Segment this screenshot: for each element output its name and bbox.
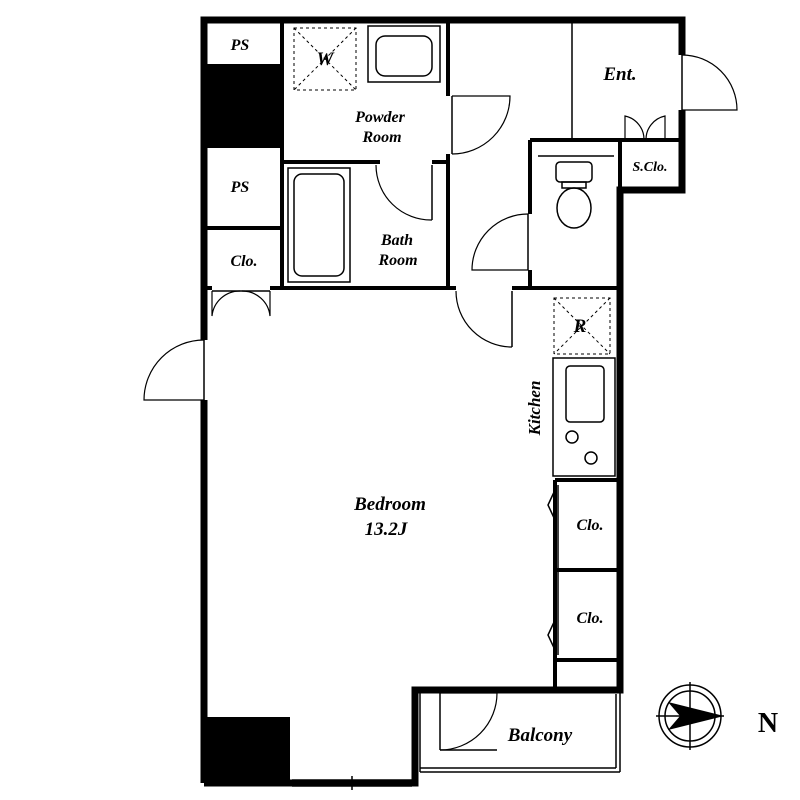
compass-north-label: N xyxy=(758,708,778,739)
door-balcony[interactable] xyxy=(439,690,498,751)
stove-burner-1 xyxy=(565,430,579,444)
label-entrance: Ent. xyxy=(602,64,636,85)
label-refrigerator: R xyxy=(573,316,587,337)
bottom-window xyxy=(292,776,412,790)
compass: N xyxy=(656,682,778,750)
label-ps-mid: PS xyxy=(230,179,250,196)
compass-needle xyxy=(668,702,724,730)
balcony-railing xyxy=(419,690,621,773)
refrigerator-space xyxy=(553,297,611,355)
label-closet-right-2: Clo. xyxy=(576,610,603,627)
label-ps-top: PS xyxy=(230,37,250,54)
label-bedroom-line1: Bedroom xyxy=(353,494,426,515)
label-powder-room-line1: Powder xyxy=(354,109,406,126)
label-kitchen: Kitchen xyxy=(525,381,544,437)
washer-space xyxy=(293,27,357,91)
label-powder-room-line2: Room xyxy=(361,129,401,146)
structural-column-bottom xyxy=(204,717,290,783)
door-entrance[interactable] xyxy=(681,54,738,111)
door-bath-room[interactable] xyxy=(375,164,433,221)
wash-basin xyxy=(367,25,441,83)
label-shoe-closet: S.Clo. xyxy=(632,160,667,175)
stove-burner-2 xyxy=(584,451,598,465)
door-west[interactable] xyxy=(143,339,205,401)
label-bath-room-line1: Bath xyxy=(380,232,413,249)
label-closet-right-1: Clo. xyxy=(576,517,603,534)
label-bedroom-line2: 13.2J xyxy=(365,519,408,540)
toilet xyxy=(555,161,593,229)
interior-walls xyxy=(204,20,682,690)
door-toilet[interactable] xyxy=(471,213,529,271)
closet-doors-right[interactable] xyxy=(547,485,559,655)
door-shoe-closet[interactable] xyxy=(624,115,666,141)
label-balcony: Balcony xyxy=(507,725,573,746)
label-closet-left: Clo. xyxy=(230,253,257,270)
door-powder-room[interactable] xyxy=(451,95,511,155)
kitchen-counter xyxy=(552,357,616,477)
label-washer: W xyxy=(317,49,335,70)
door-closet-left[interactable] xyxy=(211,290,271,317)
label-bath-room-line2: Room xyxy=(377,252,417,269)
door-bedroom-hall[interactable] xyxy=(455,290,513,348)
structural-column-top xyxy=(204,66,282,144)
bathtub xyxy=(287,167,351,283)
